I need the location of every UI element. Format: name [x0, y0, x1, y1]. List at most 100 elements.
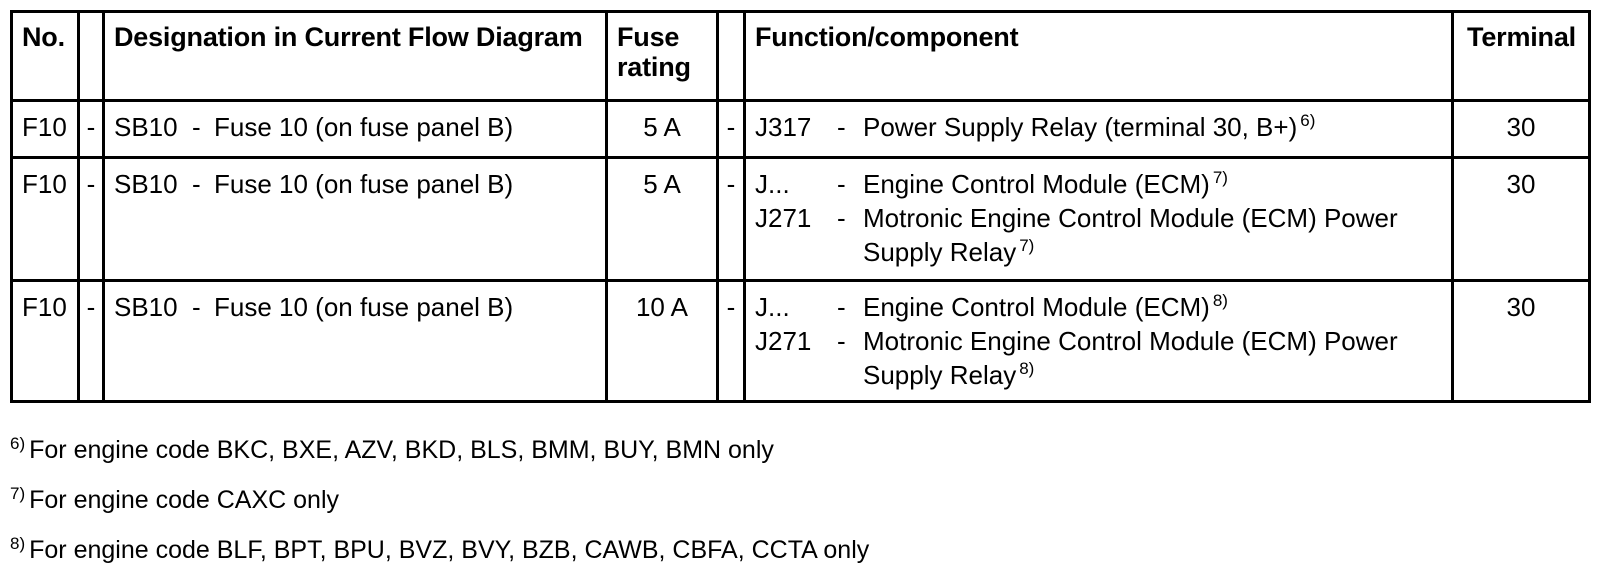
cell-no: F10: [10, 156, 80, 282]
footnote-7-text: For engine code CAXC only: [29, 486, 340, 514]
cell-dash-function: -: [716, 279, 746, 403]
footnote-8-text: For engine code BLF, BPT, BPU, BVZ, BVY,…: [29, 536, 870, 564]
cell-fuse-rating: 10 A: [605, 279, 719, 403]
function-entry-separator: -: [837, 169, 846, 199]
cell-designation-code: SB10: [114, 112, 178, 142]
table-header-row: No. Designation in Current Flow Diagram …: [10, 10, 1591, 102]
header-fuse-rating-line1: Fuse: [617, 22, 680, 52]
function-entry-separator: -: [837, 326, 846, 356]
footnote-6-text: For engine code BKC, BXE, AZV, BKD, BLS,…: [29, 436, 774, 464]
header-dash-function: [716, 10, 746, 102]
cell-function-component: J317 - Power Supply Relay (terminal 30, …: [743, 99, 1454, 159]
header-function-component-label: Function/component: [755, 22, 1019, 52]
cell-designation-text: Fuse 10 (on fuse panel B): [214, 292, 514, 322]
function-entry-text: Engine Control Module (ECM): [863, 292, 1210, 322]
function-entry-text: Motronic Engine Control Module (ECM) Pow…: [863, 326, 1398, 390]
cell-terminal: 30: [1451, 156, 1591, 282]
cell-terminal-value: 30: [1506, 112, 1536, 142]
cell-function-component: J... - Engine Control Module (ECM)8) J27…: [743, 279, 1454, 403]
header-dash-designation: [77, 10, 105, 102]
function-entry: J... - Engine Control Module (ECM)8): [755, 290, 1443, 324]
cell-fuse-rating-value: 5 A: [643, 112, 681, 142]
footnote-7: 7)For engine code CAXC only: [10, 475, 1590, 525]
cell-fuse-rating: 5 A: [605, 99, 719, 159]
function-entry: J... - Engine Control Module (ECM)7): [755, 167, 1443, 201]
fuse-assignment-table: No. Designation in Current Flow Diagram …: [10, 10, 1591, 403]
cell-no: F10: [10, 279, 80, 403]
cell-designation-separator: -: [192, 169, 201, 199]
function-entry-code: J271: [755, 326, 812, 356]
cell-dash-designation: -: [77, 99, 105, 159]
header-terminal-label: Terminal: [1467, 22, 1576, 52]
header-designation: Designation in Current Flow Diagram: [102, 10, 608, 102]
function-entry-code: J271: [755, 203, 812, 233]
cell-dash-designation-value: -: [86, 292, 96, 322]
function-entry-footnote-ref: 7): [1212, 168, 1228, 188]
header-dash-function-label: [719, 13, 743, 22]
function-entry-footnote-ref: 8): [1212, 291, 1228, 311]
table-row: F10 - SB10 - Fuse 10 (on fuse panel B): [10, 279, 1591, 403]
function-entry-separator: -: [837, 112, 846, 142]
function-entry: J317 - Power Supply Relay (terminal 30, …: [755, 110, 1443, 144]
footnote-6: 6)For engine code BKC, BXE, AZV, BKD, BL…: [10, 425, 1590, 475]
header-designation-label: Designation in Current Flow Diagram: [114, 22, 583, 52]
footnotes-section: 6)For engine code BKC, BXE, AZV, BKD, BL…: [10, 425, 1590, 575]
header-function-component: Function/component: [743, 10, 1454, 102]
cell-designation-text: Fuse 10 (on fuse panel B): [214, 169, 514, 199]
footnote-6-mark: 6): [10, 433, 26, 453]
cell-dash-designation-value: -: [86, 112, 96, 142]
function-entry-code: J...: [755, 292, 790, 322]
header-fuse-rating-line2: rating: [617, 52, 691, 82]
function-entry-separator: -: [837, 292, 846, 322]
footnote-7-mark: 7): [10, 483, 26, 503]
function-entry: J271 - Motronic Engine Control Module (E…: [755, 324, 1443, 392]
cell-designation: SB10 - Fuse 10 (on fuse panel B): [102, 99, 608, 159]
cell-designation-separator: -: [192, 112, 201, 142]
cell-dash-function-value: -: [726, 169, 736, 199]
header-no-label: No.: [22, 22, 65, 52]
function-entry-text: Motronic Engine Control Module (ECM) Pow…: [863, 203, 1398, 267]
function-entry-separator: -: [837, 203, 846, 233]
footnote-8-mark: 8): [10, 533, 26, 553]
cell-dash-function: -: [716, 99, 746, 159]
cell-fuse-rating: 5 A: [605, 156, 719, 282]
function-entry-footnote-ref: 6): [1300, 111, 1316, 131]
function-entry-text: Power Supply Relay (terminal 30, B+): [863, 112, 1298, 142]
cell-terminal-value: 30: [1506, 292, 1536, 322]
cell-no: F10: [10, 99, 80, 159]
cell-designation-code: SB10: [114, 292, 178, 322]
function-entry-footnote-ref: 7): [1019, 236, 1035, 256]
cell-designation-code: SB10: [114, 169, 178, 199]
function-entry-code: J317: [755, 112, 812, 142]
header-terminal: Terminal: [1451, 10, 1591, 102]
cell-terminal: 30: [1451, 99, 1591, 159]
header-dash-designation-label: [80, 13, 102, 22]
header-no: No.: [10, 10, 80, 102]
cell-designation: SB10 - Fuse 10 (on fuse panel B): [102, 279, 608, 403]
cell-terminal: 30: [1451, 279, 1591, 403]
table-row: F10 - SB10 - Fuse 10 (on fuse panel B): [10, 99, 1591, 159]
table-row: F10 - SB10 - Fuse 10 (on fuse panel B): [10, 156, 1591, 282]
cell-no-value: F10: [22, 169, 67, 199]
cell-terminal-value: 30: [1506, 169, 1536, 199]
function-entry-code: J...: [755, 169, 790, 199]
cell-fuse-rating-value: 5 A: [643, 169, 681, 199]
cell-no-value: F10: [22, 292, 67, 322]
cell-dash-designation: -: [77, 279, 105, 403]
cell-no-value: F10: [22, 112, 67, 142]
function-entry-footnote-ref: 8): [1019, 359, 1035, 379]
function-entry: J271 - Motronic Engine Control Module (E…: [755, 201, 1443, 269]
cell-designation-text: Fuse 10 (on fuse panel B): [214, 112, 514, 142]
cell-dash-designation-value: -: [86, 169, 96, 199]
cell-function-component: J... - Engine Control Module (ECM)7) J27…: [743, 156, 1454, 282]
cell-fuse-rating-value: 10 A: [635, 292, 689, 322]
cell-dash-function: -: [716, 156, 746, 282]
function-entry-text: Engine Control Module (ECM): [863, 169, 1210, 199]
cell-designation-separator: -: [192, 292, 201, 322]
header-fuse-rating: Fuse rating: [605, 10, 719, 102]
cell-dash-function-value: -: [726, 112, 736, 142]
cell-dash-designation: -: [77, 156, 105, 282]
cell-dash-function-value: -: [726, 292, 736, 322]
footnote-8: 8)For engine code BLF, BPT, BPU, BVZ, BV…: [10, 525, 1590, 575]
